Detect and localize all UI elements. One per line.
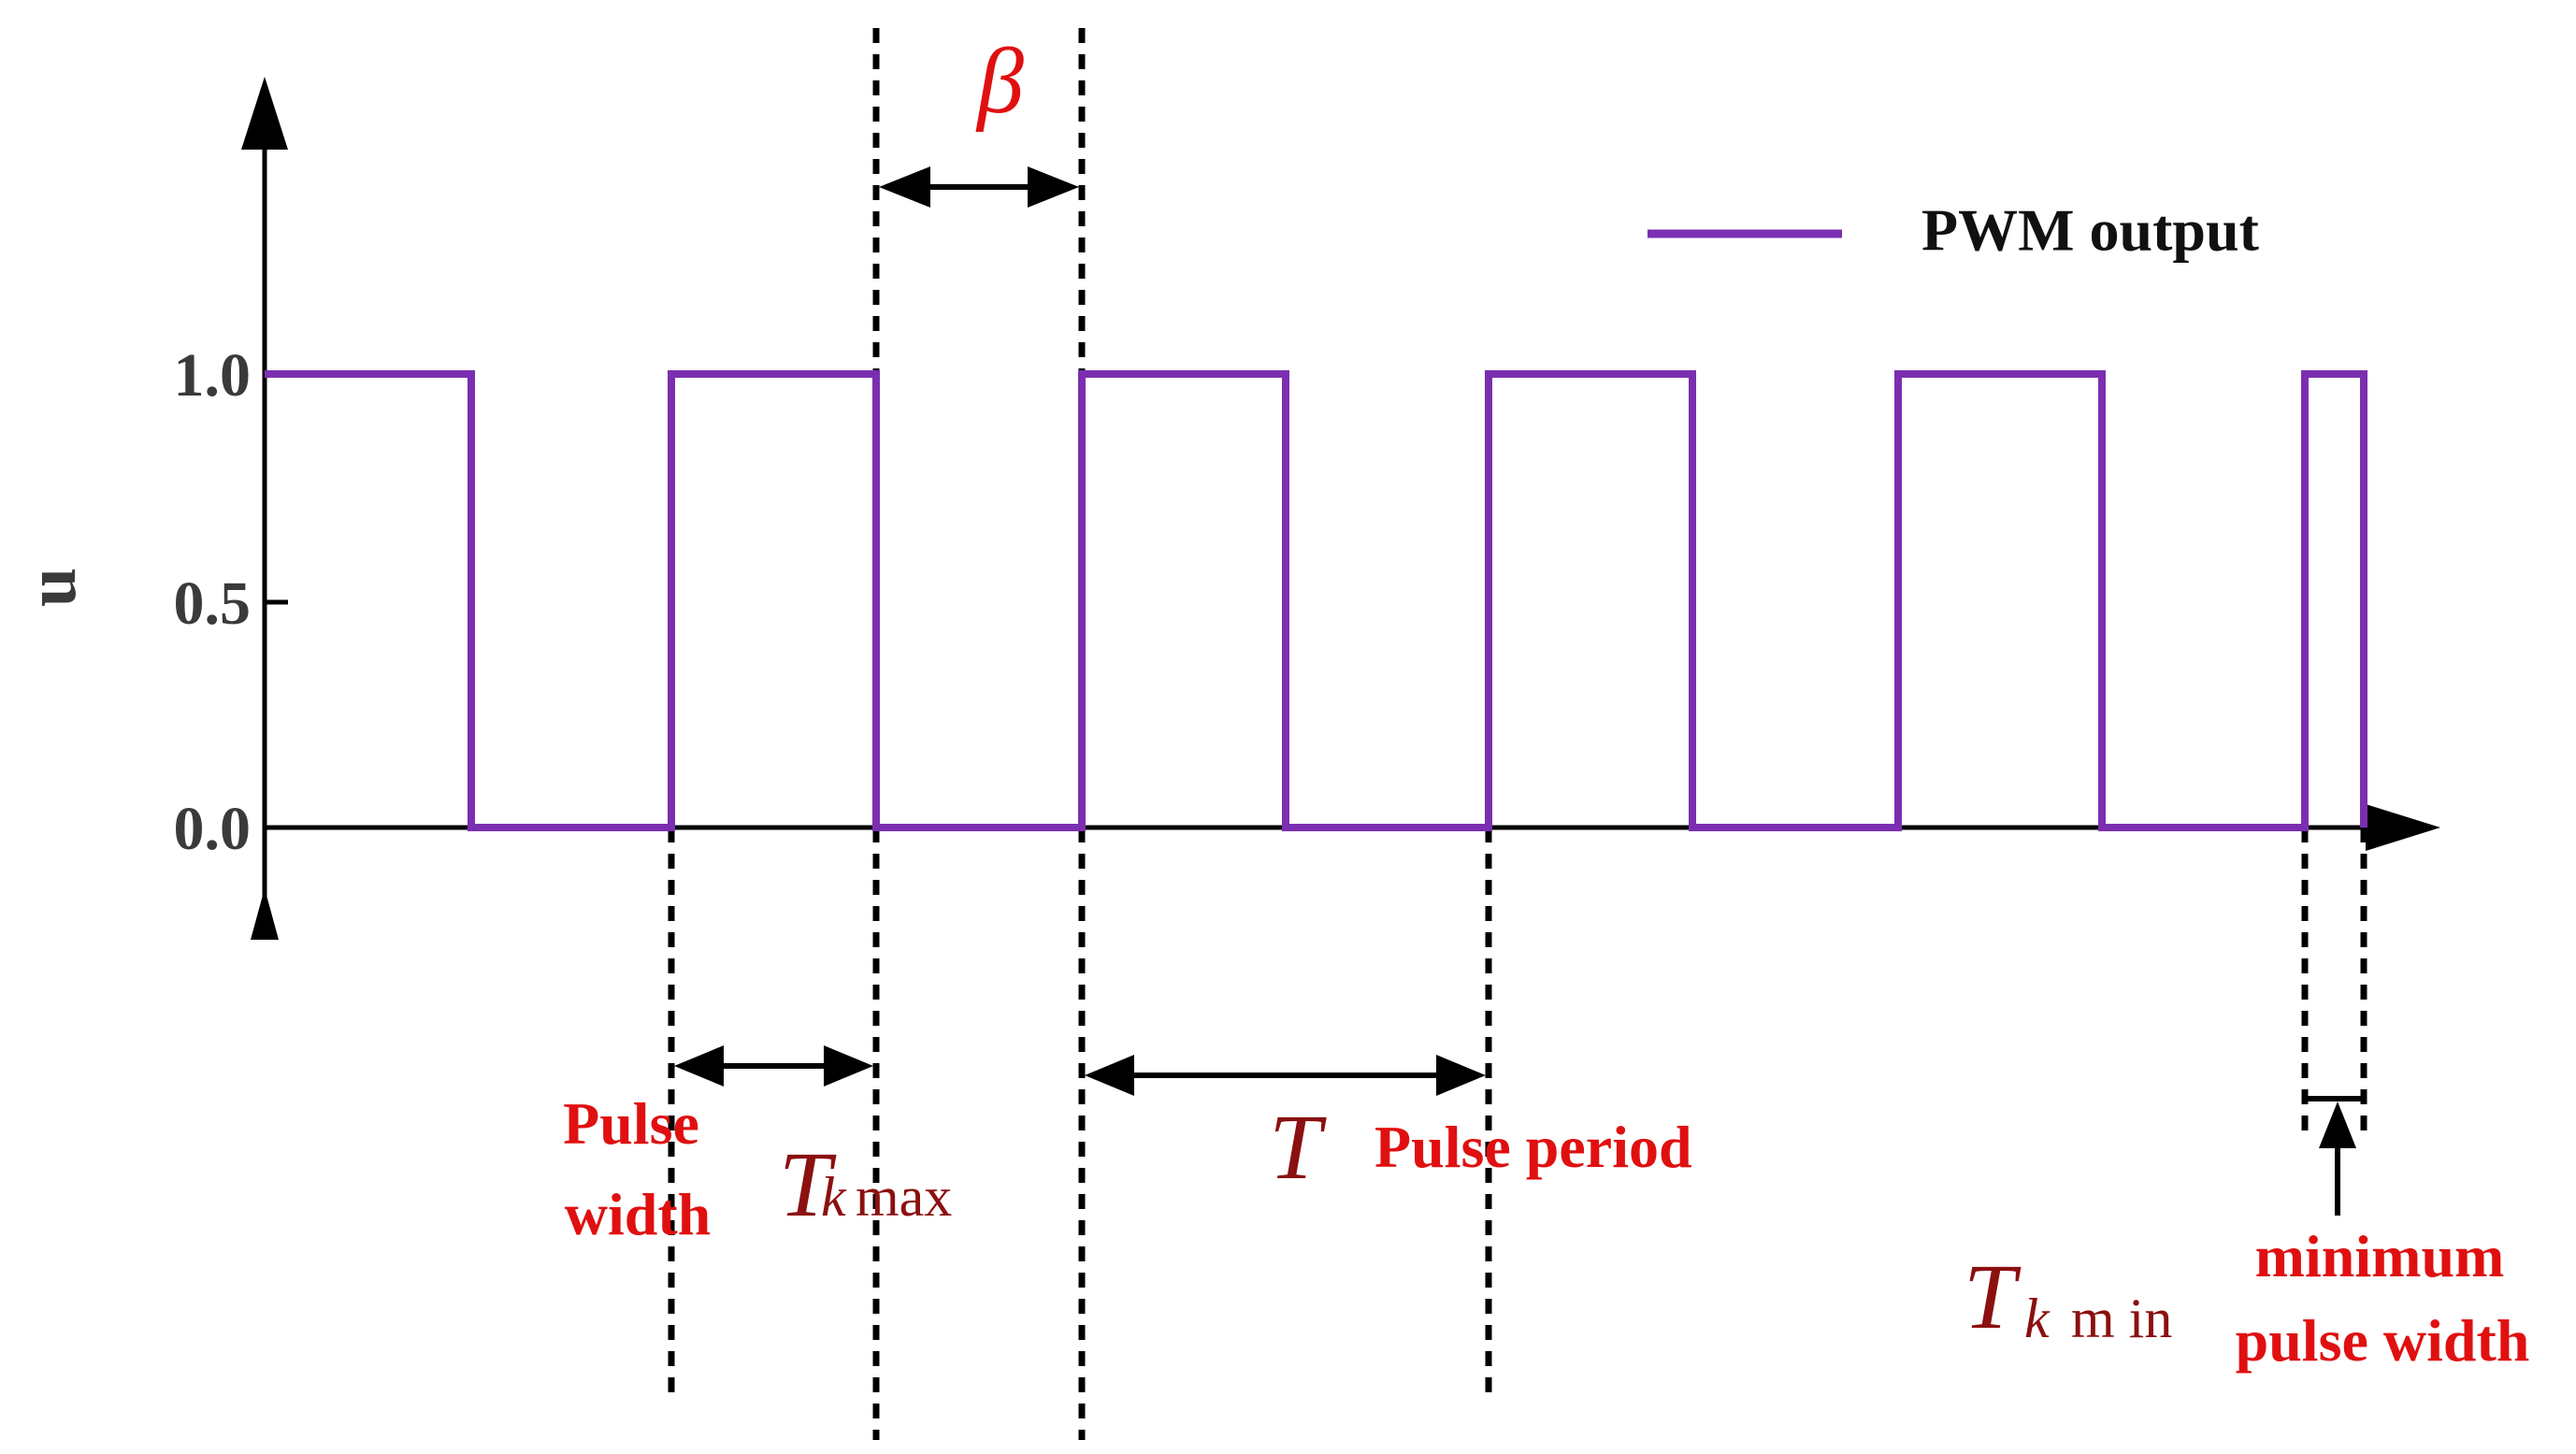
x-axis-arrow-icon	[2366, 804, 2440, 851]
min-pulse-marker	[2305, 1096, 2364, 1216]
legend: PWM output	[1648, 197, 2260, 264]
minimum-label-line2: pulse width	[2236, 1307, 2530, 1374]
arrow-right-icon	[824, 1045, 873, 1087]
arrow-right-icon	[1028, 166, 1079, 208]
pulse-period-arrow	[1085, 1055, 1486, 1096]
arrow-up-icon	[2319, 1101, 2356, 1148]
tick-label-0: 0.0	[174, 795, 252, 863]
tkmin-symbol: T	[1964, 1245, 2022, 1348]
tkmax-symbol: T	[779, 1132, 837, 1236]
minimum-label-line1: minimum	[2255, 1223, 2505, 1289]
arrow-left-icon	[674, 1045, 724, 1087]
pulse-width-label-line2: width	[565, 1181, 712, 1247]
beta-symbol: β	[975, 29, 1024, 133]
y-axis-lower-arrow-icon	[251, 888, 279, 940]
tkmax-subscript: max	[856, 1166, 952, 1228]
tick-label-05: 0.5	[174, 569, 252, 638]
pulse-width-label-line1: Pulse	[563, 1090, 699, 1157]
tick-label-1: 1.0	[174, 341, 252, 410]
arrow-right-icon	[1436, 1055, 1486, 1096]
pulse-width-arrow	[674, 1045, 873, 1087]
legend-label: PWM output	[1921, 197, 2260, 264]
y-axis-arrow-icon	[241, 77, 288, 150]
period-symbol: T	[1269, 1095, 1327, 1199]
beta-arrow	[879, 166, 1079, 208]
arrow-left-icon	[1085, 1055, 1134, 1096]
pulse-period-label: Pulse period	[1374, 1114, 1692, 1180]
pwm-waveform	[265, 370, 2367, 831]
y-axis-label: u	[12, 568, 91, 607]
guide-lines	[668, 28, 2367, 1440]
tkmax-subscript-k: k	[821, 1166, 847, 1228]
tkmin-subscript: m in	[2071, 1288, 2172, 1349]
tkmin-subscript-k: k	[2024, 1288, 2051, 1349]
arrow-left-icon	[879, 166, 930, 208]
y-axis	[241, 77, 288, 940]
